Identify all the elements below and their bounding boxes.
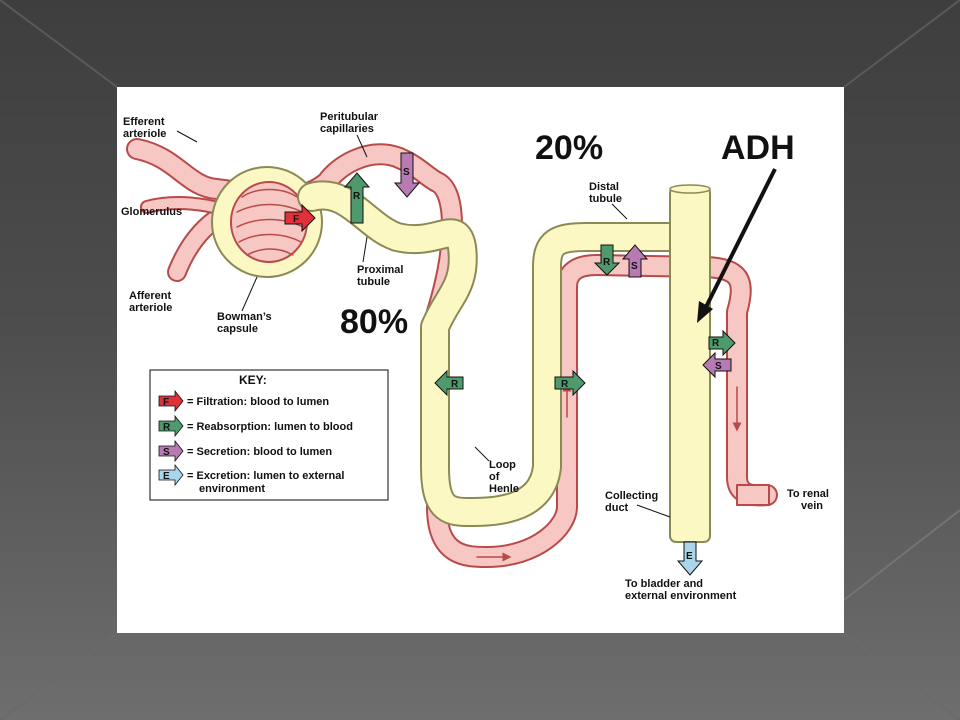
afferent-arteriole-label-2: arteriole xyxy=(129,302,172,314)
peritubular-capillaries-label-2: capillaries xyxy=(320,123,374,135)
secretion-arrow-proximal: S xyxy=(393,152,421,198)
reabsorption-arrow-letter: R xyxy=(603,257,611,268)
to-renal-vein-label-1: To renal xyxy=(787,488,829,500)
key-title: KEY: xyxy=(239,373,267,387)
afferent-arteriole-label-1: Afferent xyxy=(129,290,172,302)
reabsorption-arrow-distal: R xyxy=(593,244,621,276)
distal-tubule-label-1: Distal xyxy=(589,181,619,193)
bowmans-capsule-label-2: capsule xyxy=(217,323,258,335)
proximal-tubule-label-1: Proximal xyxy=(357,264,403,276)
reabsorption-arrow-letter: R xyxy=(353,191,361,202)
filtration-arrow: F xyxy=(284,203,316,233)
transport-arrows: F R S R R R S R xyxy=(284,152,736,576)
secretion-arrow-collecting: S xyxy=(702,351,732,379)
secretion-arrow-letter: S xyxy=(403,167,410,178)
peritubular-capillaries-label-1: Peritubular xyxy=(320,111,379,123)
to-bladder-label-1: To bladder and xyxy=(625,578,703,590)
key-item-text-continued: environment xyxy=(199,483,265,495)
adh-label: ADH xyxy=(721,129,795,167)
key-legend: KEY: F = Filtration: blood to lumen R = … xyxy=(149,369,389,501)
key-item-letter: F xyxy=(163,397,169,408)
percent-distal-label: 20% xyxy=(535,129,603,167)
adh-arrow xyxy=(697,168,777,323)
reabsorption-arrow-collecting: R xyxy=(708,329,736,357)
key-item-text: = Excretion: lumen to external xyxy=(187,470,344,482)
key-item-text: = Reabsorption: lumen to blood xyxy=(187,421,353,433)
to-bladder-label-2: external environment xyxy=(625,590,737,602)
efferent-arteriole-label-2: arteriole xyxy=(123,128,166,140)
loop-of-henle-label-3: Henle xyxy=(489,483,519,495)
structure-labels: Efferent arteriole Glomerulus Afferent a… xyxy=(121,111,829,602)
key-item-secretion: S = Secretion: blood to lumen xyxy=(158,439,332,463)
tubule xyxy=(211,166,711,543)
key-item-letter: R xyxy=(163,422,171,433)
secretion-arrow-distal: S xyxy=(621,244,649,278)
collecting-duct-label-1: Collecting xyxy=(605,490,658,502)
key-item-letter: S xyxy=(163,447,170,458)
key-item-excretion: E = Excretion: lumen to external environ… xyxy=(158,463,344,495)
reabsorption-arrow-loop-left: R xyxy=(434,369,464,397)
nephron-diagram: F R S R R R S R xyxy=(121,111,829,602)
reabsorption-arrow-letter: R xyxy=(561,379,569,390)
percent-proximal-label: 80% xyxy=(340,303,408,341)
reabsorption-arrow-letter: R xyxy=(712,338,720,349)
key-item-reabsorption: R = Reabsorption: lumen to blood xyxy=(158,414,353,438)
excretion-arrow: E xyxy=(676,541,704,576)
reabsorption-arrow-letter: R xyxy=(451,379,459,390)
reabsorption-arrow-proximal: R xyxy=(343,172,371,224)
bowmans-capsule-label-1: Bowman’s xyxy=(217,311,272,323)
loop-of-henle-label-2: of xyxy=(489,471,500,483)
to-renal-vein-label-2: vein xyxy=(801,500,823,512)
filtration-arrow-letter: F xyxy=(293,214,299,225)
reabsorption-arrow-loop-right: R xyxy=(554,369,586,397)
proximal-tubule-label-2: tubule xyxy=(357,276,390,288)
key-item-text: = Secretion: blood to lumen xyxy=(187,446,332,458)
key-item-filtration: F = Filtration: blood to lumen xyxy=(158,389,329,413)
efferent-arteriole-label-1: Efferent xyxy=(123,116,165,128)
excretion-arrow-letter: E xyxy=(686,551,693,562)
loop-of-henle-label-1: Loop xyxy=(489,459,516,471)
glomerulus-label: Glomerulus xyxy=(121,206,182,218)
secretion-arrow-letter: S xyxy=(715,361,722,372)
collecting-duct-label-2: duct xyxy=(605,502,629,514)
key-item-text: = Filtration: blood to lumen xyxy=(187,396,329,408)
key-item-letter: E xyxy=(163,471,170,482)
slide-panel: F R S R R R S R xyxy=(117,87,844,633)
distal-tubule-label-2: tubule xyxy=(589,193,622,205)
secretion-arrow-letter: S xyxy=(631,261,638,272)
